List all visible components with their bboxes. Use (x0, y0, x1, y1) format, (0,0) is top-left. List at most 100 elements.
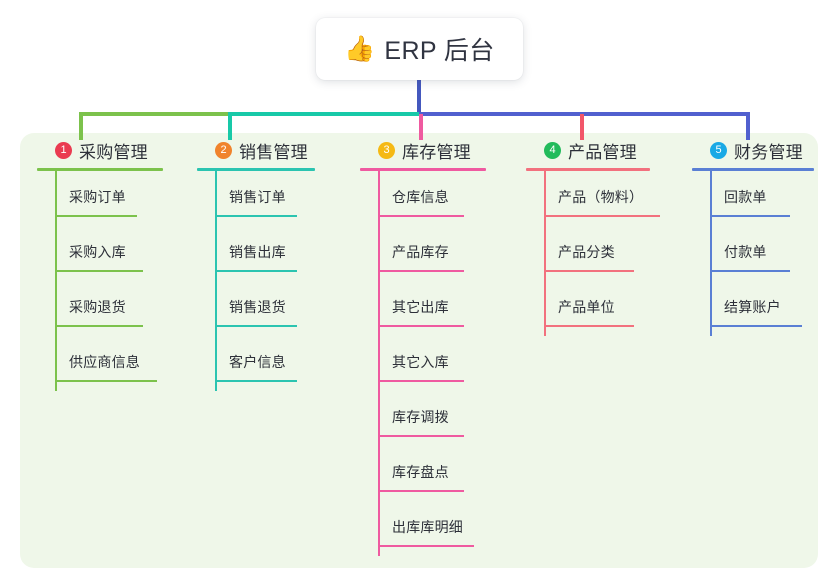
leaf-item-label: 销售出库 (229, 244, 286, 260)
leaf-item-rule (710, 325, 802, 327)
leaf-item[interactable]: 客户信息 (197, 336, 357, 391)
branch-items-2: 销售订单销售出库销售退货客户信息 (197, 171, 357, 391)
root-title: ERP 后台 (384, 37, 495, 65)
leaf-item[interactable]: 产品库存 (360, 226, 530, 281)
branch-header-1[interactable]: 1 采购管理 (37, 133, 197, 167)
leaf-item[interactable]: 产品单位 (526, 281, 696, 336)
leaf-item[interactable]: 供应商信息 (37, 336, 197, 391)
leaf-item-rule (378, 490, 464, 492)
branch-column-2: 2 销售管理销售订单销售出库销售退货客户信息 (197, 133, 357, 391)
branch-items-4: 产品（物料） 产品分类产品单位 (526, 171, 696, 336)
branch-underline-5 (692, 168, 814, 171)
leaf-item-rule (55, 270, 143, 272)
leaf-item-label: 其它出库 (392, 299, 449, 315)
drop-5 (746, 114, 750, 140)
branch-title-4: 产品管理 (568, 142, 637, 162)
leaf-item-rule (710, 270, 790, 272)
branch-badge-3: 3 (378, 141, 395, 159)
leaf-item[interactable]: 库存盘点 (360, 446, 530, 501)
leaf-item-label: 结算账户 (724, 299, 781, 315)
leaf-item-label: 产品（物料） (558, 189, 644, 205)
leaf-item[interactable]: 结算账户 (692, 281, 839, 336)
bar-green (79, 112, 228, 116)
leaf-item[interactable]: 回款单 (692, 171, 839, 226)
leaf-item-label: 仓库信息 (392, 189, 449, 205)
leaf-item-label: 客户信息 (229, 354, 286, 370)
branch-badge-2: 2 (215, 141, 232, 159)
leaf-item[interactable]: 付款单 (692, 226, 839, 281)
branch-title-1: 采购管理 (79, 142, 148, 162)
leaf-item[interactable]: 其它入库 (360, 336, 530, 391)
drop-1 (79, 114, 83, 140)
root-node[interactable]: 👍 ERP 后台 (316, 18, 523, 80)
leaf-item[interactable]: 销售订单 (197, 171, 357, 226)
leaf-item-label: 产品分类 (558, 244, 615, 260)
leaf-item-rule (544, 325, 634, 327)
leaf-item-label: 采购入库 (69, 244, 126, 260)
bar-teal (228, 112, 419, 116)
leaf-item-label: 产品库存 (392, 244, 449, 260)
leaf-item-rule (544, 270, 634, 272)
branch-spine-2 (215, 171, 217, 391)
branch-spine-3 (378, 171, 380, 556)
leaf-item-rule (378, 215, 464, 217)
branch-header-3[interactable]: 3 库存管理 (360, 133, 530, 167)
leaf-item-rule (55, 380, 157, 382)
leaf-item-rule (710, 215, 790, 217)
branch-header-4[interactable]: 4 产品管理 (526, 133, 696, 167)
branch-badge-4: 4 (544, 141, 561, 159)
branch-underline-1 (37, 168, 163, 171)
leaf-item-rule (378, 435, 464, 437)
leaf-item-rule (378, 380, 464, 382)
drop-3 (419, 114, 423, 140)
diagram-panel (20, 133, 818, 568)
leaf-item-label: 库存盘点 (392, 464, 449, 480)
branch-badge-5: 5 (710, 141, 727, 159)
branch-header-2[interactable]: 2 销售管理 (197, 133, 357, 167)
leaf-item-label: 供应商信息 (69, 354, 140, 370)
leaf-item[interactable]: 销售退货 (197, 281, 357, 336)
leaf-item-rule (215, 215, 297, 217)
drop-2 (228, 114, 232, 140)
leaf-item-label: 其它入库 (392, 354, 449, 370)
leaf-item-label: 回款单 (724, 189, 767, 205)
branch-title-3: 库存管理 (402, 142, 471, 162)
branch-columns: 1 采购管理采购订单采购入库采购退货供应商信息 2 销售管理销售订单销售出库销售退货客… (20, 133, 818, 568)
leaf-item[interactable]: 产品（物料） (526, 171, 696, 226)
leaf-item[interactable]: 仓库信息 (360, 171, 530, 226)
branch-column-1: 1 采购管理采购订单采购入库采购退货供应商信息 (37, 133, 197, 391)
leaf-item-label: 采购退货 (69, 299, 126, 315)
leaf-item[interactable]: 其它出库 (360, 281, 530, 336)
branch-title-2: 销售管理 (239, 142, 308, 162)
branch-underline-2 (197, 168, 315, 171)
branch-header-5[interactable]: 5 财务管理 (692, 133, 839, 167)
leaf-item[interactable]: 产品分类 (526, 226, 696, 281)
branch-spine-1 (55, 171, 57, 391)
thumbs-up-icon: 👍 (344, 34, 376, 63)
branch-underline-4 (526, 168, 650, 171)
leaf-item-rule (378, 325, 464, 327)
leaf-item-label: 采购订单 (69, 189, 126, 205)
branch-spine-4 (544, 171, 546, 336)
leaf-item-rule (378, 270, 464, 272)
branch-spine-5 (710, 171, 712, 336)
branch-underline-3 (360, 168, 486, 171)
leaf-item-label: 付款单 (724, 244, 767, 260)
leaf-item[interactable]: 出库库明细 (360, 501, 530, 556)
branch-items-5: 回款单付款单结算账户 (692, 171, 839, 336)
branch-badge-1: 1 (55, 141, 72, 159)
leaf-item[interactable]: 采购入库 (37, 226, 197, 281)
leaf-item-label: 产品单位 (558, 299, 615, 315)
leaf-item[interactable]: 库存调拨 (360, 391, 530, 446)
leaf-item-rule (215, 380, 297, 382)
leaf-item[interactable]: 采购订单 (37, 171, 197, 226)
branch-title-5: 财务管理 (734, 142, 803, 162)
branch-column-5: 5 财务管理回款单付款单结算账户 (692, 133, 839, 336)
leaf-item-rule (215, 325, 297, 327)
leaf-item[interactable]: 销售出库 (197, 226, 357, 281)
leaf-item-rule (215, 270, 297, 272)
leaf-item[interactable]: 采购退货 (37, 281, 197, 336)
branch-column-3: 3 库存管理仓库信息产品库存其它出库其它入库库存调拨库存盘点出库库明细 (360, 133, 530, 556)
leaf-item-label: 库存调拨 (392, 409, 449, 425)
branch-items-1: 采购订单采购入库采购退货供应商信息 (37, 171, 197, 391)
